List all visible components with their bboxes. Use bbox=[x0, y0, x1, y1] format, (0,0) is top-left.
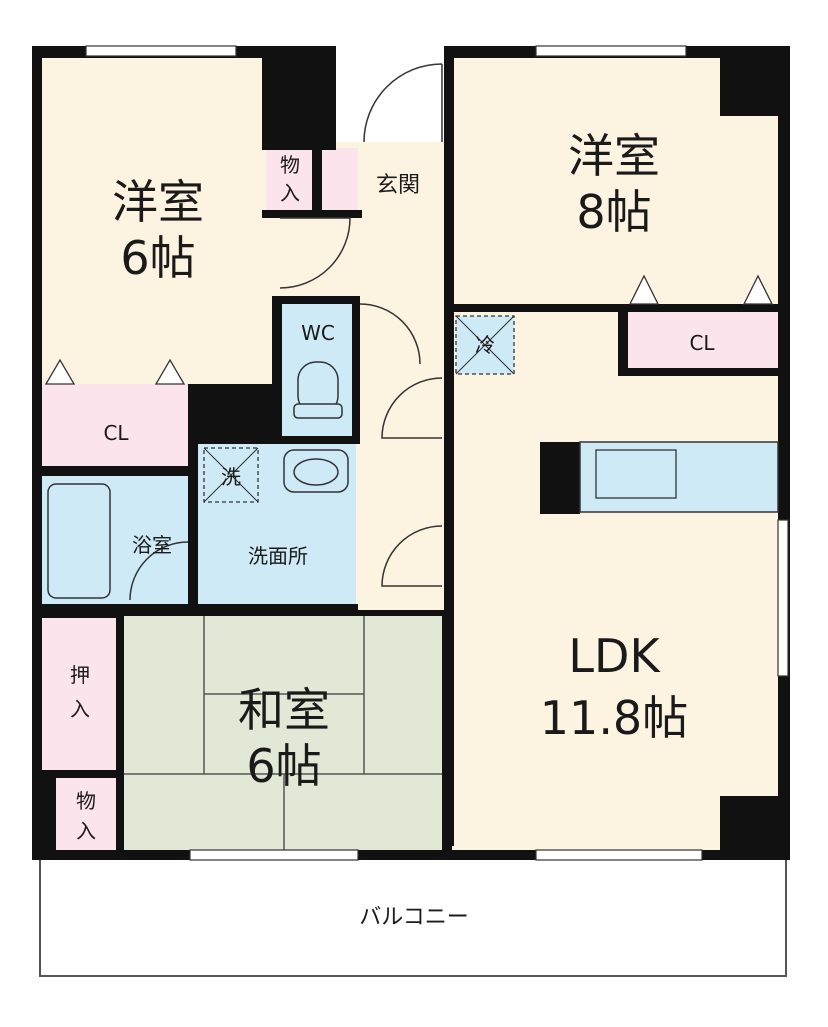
storage-top-2 bbox=[322, 148, 358, 210]
closet-right bbox=[628, 312, 778, 368]
kitchen-sink bbox=[595, 449, 677, 499]
label-wc: WC bbox=[301, 321, 335, 345]
label-bath: 浴室 bbox=[132, 533, 172, 557]
bathtub bbox=[47, 483, 111, 599]
label-storage-top-2: 入 bbox=[280, 181, 300, 205]
closet-left bbox=[42, 384, 188, 468]
label-closet-left: CL bbox=[103, 421, 129, 445]
tatami-lines bbox=[124, 616, 442, 850]
room-ldk bbox=[452, 312, 778, 850]
label-storage-top-1: 物 bbox=[280, 153, 300, 177]
toilet-icon bbox=[293, 361, 343, 419]
room-japanese bbox=[124, 616, 442, 850]
label-japanese-size: 6帖 bbox=[246, 739, 321, 793]
closet-markers bbox=[44, 274, 774, 385]
room-western-6 bbox=[42, 58, 274, 384]
label-oshiire-2: 入 bbox=[70, 697, 90, 721]
label-washroom: 洗面所 bbox=[248, 544, 308, 568]
balcony-area bbox=[39, 857, 787, 977]
label-western-6-size: 6帖 bbox=[120, 231, 195, 285]
label-fridge: 冷 bbox=[475, 333, 495, 357]
door-swings bbox=[129, 217, 443, 601]
label-washer: 洗 bbox=[221, 465, 241, 489]
fridge-icon bbox=[455, 315, 515, 375]
label-western-8-size: 8帖 bbox=[576, 185, 651, 239]
label-western-8-name: 洋室 bbox=[568, 129, 660, 183]
hallway-lower bbox=[360, 300, 450, 610]
label-entrance: 玄関 bbox=[376, 173, 420, 198]
label-japanese-name: 和室 bbox=[238, 683, 330, 737]
storage-bottom bbox=[56, 778, 116, 850]
washer-icon bbox=[203, 447, 259, 503]
label-storage-bottom-1: 物 bbox=[76, 789, 96, 813]
basin-icon bbox=[283, 449, 349, 493]
label-oshiire-1: 押 bbox=[70, 663, 90, 687]
label-storage-bottom-2: 入 bbox=[76, 819, 96, 843]
interior-walls bbox=[42, 46, 786, 850]
label-ldk-name: LDK bbox=[568, 629, 661, 683]
label-western-6-name: 洋室 bbox=[112, 175, 204, 229]
label-closet-right: CL bbox=[689, 331, 715, 355]
label-balcony: バルコニー bbox=[359, 905, 469, 930]
storage-top bbox=[266, 148, 314, 210]
windows bbox=[85, 45, 789, 861]
label-ldk-size: 11.8帖 bbox=[540, 691, 688, 745]
oshiire bbox=[42, 618, 116, 770]
